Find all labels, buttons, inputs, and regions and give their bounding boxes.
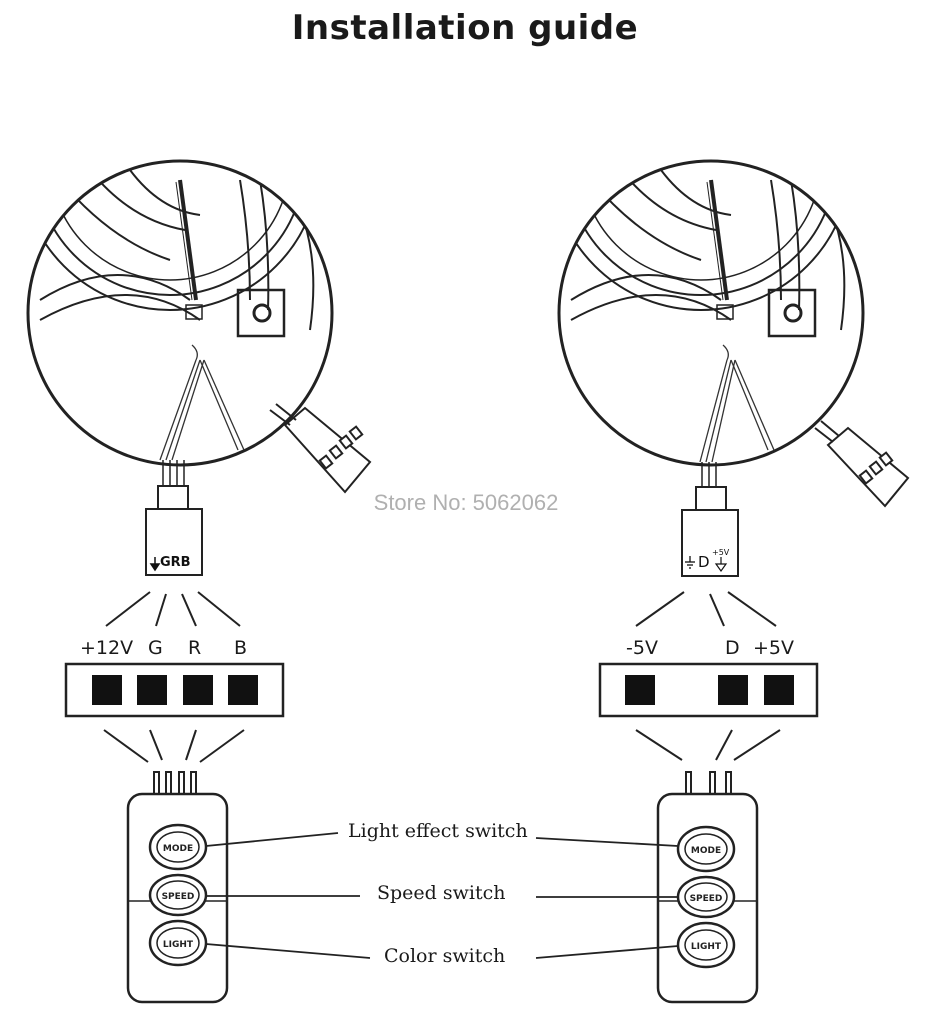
power-triangle-icon (714, 557, 728, 573)
left-mode-label: MODE (163, 844, 193, 854)
left-connector-label: GRB (160, 555, 191, 570)
left-pin-leaders (105, 591, 241, 627)
left-pin-header (64, 662, 285, 718)
pin-label-b: B (234, 637, 248, 659)
pin-label-5v: +5V (753, 637, 795, 659)
caption-color-switch: Color switch (384, 945, 506, 967)
right-speed-label: SPEED (690, 894, 723, 904)
pin-label-r: R (188, 637, 202, 659)
right-mode-button[interactable]: MODE (676, 825, 736, 873)
page-title: Installation guide (291, 8, 639, 48)
left-mode-button[interactable]: MODE (148, 823, 208, 871)
left-light-label: LIGHT (163, 940, 194, 950)
caption-leaders (205, 832, 679, 959)
left-light-button[interactable]: LIGHT (148, 919, 208, 967)
caption-light-effect-switch: Light effect switch (348, 820, 528, 842)
pin-label-g: G (148, 637, 163, 659)
caption-speed-switch: Speed switch (377, 882, 506, 904)
pin-label-12v: +12V (80, 637, 134, 659)
left-fan-plug (269, 403, 372, 494)
right-pin-leaders (635, 591, 777, 627)
right-connector-sup: +5V (712, 548, 730, 557)
pin-label-d: D (725, 637, 740, 659)
right-pin-header (598, 662, 819, 718)
right-mode-label: MODE (691, 846, 721, 856)
right-fan-plug (814, 420, 910, 508)
right-speed-button[interactable]: SPEED (676, 875, 736, 919)
right-connector-label: D (698, 553, 710, 571)
ground-arrow-icon (149, 557, 161, 572)
pin-label-neg5v: -5V (626, 637, 658, 659)
right-light-button[interactable]: LIGHT (676, 921, 736, 969)
right-fan-illustration (557, 159, 910, 577)
store-watermark: Store No: 5062062 (373, 490, 559, 515)
left-fan-illustration (26, 159, 372, 576)
right-light-label: LIGHT (691, 942, 722, 952)
left-speed-label: SPEED (162, 892, 195, 902)
left-speed-button[interactable]: SPEED (148, 873, 208, 917)
ground-symbol-icon (685, 556, 695, 569)
